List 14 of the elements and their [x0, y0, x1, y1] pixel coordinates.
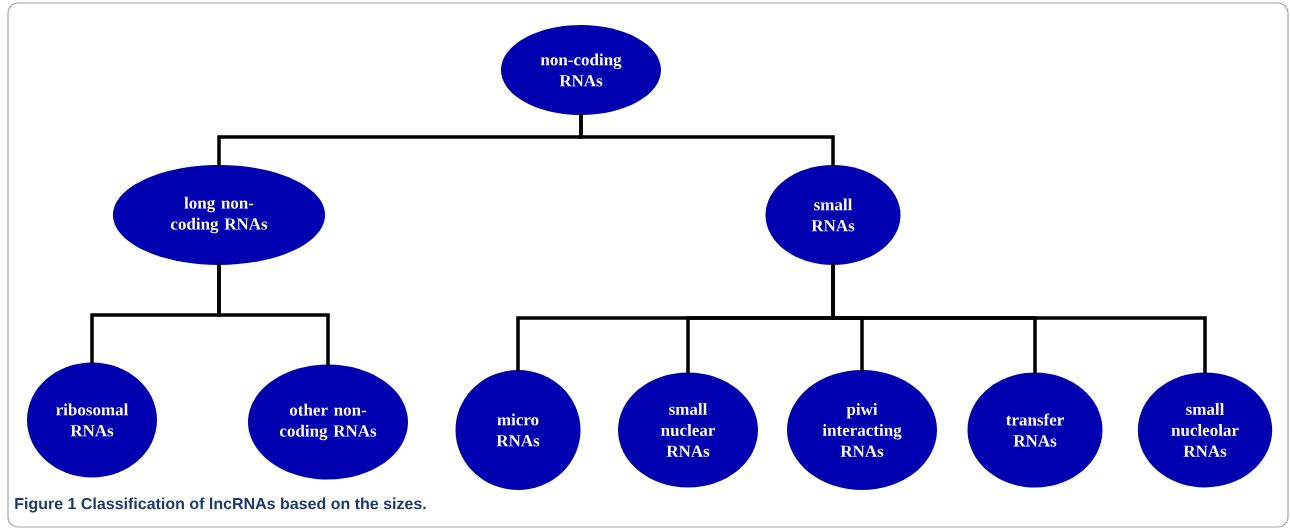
ellipse-node: non-coding RNAs: [501, 25, 661, 115]
ellipse-node: transfer RNAs: [967, 372, 1103, 488]
ellipse-node: long non-coding RNAs: [112, 165, 326, 265]
ellipse-node: small RNAs: [765, 165, 901, 265]
tree-connector: [217, 263, 330, 367]
ellipse-node: small nucleolar RNAs: [1137, 372, 1273, 488]
tree-connector: [831, 263, 1207, 375]
tree-connector: [579, 113, 835, 167]
ellipse-node: ribosomal RNAs: [27, 362, 157, 478]
ellipse-node: small nuclear RNAs: [618, 372, 758, 488]
ellipse-node: other non-coding RNAs: [248, 364, 408, 480]
ellipse-node: piwi interacting RNAs: [787, 370, 937, 490]
figure-caption: Figure 1 Classification of lncRNAs based on the sizes.: [15, 497, 426, 513]
ellipse-node: micro RNAs: [455, 370, 581, 490]
